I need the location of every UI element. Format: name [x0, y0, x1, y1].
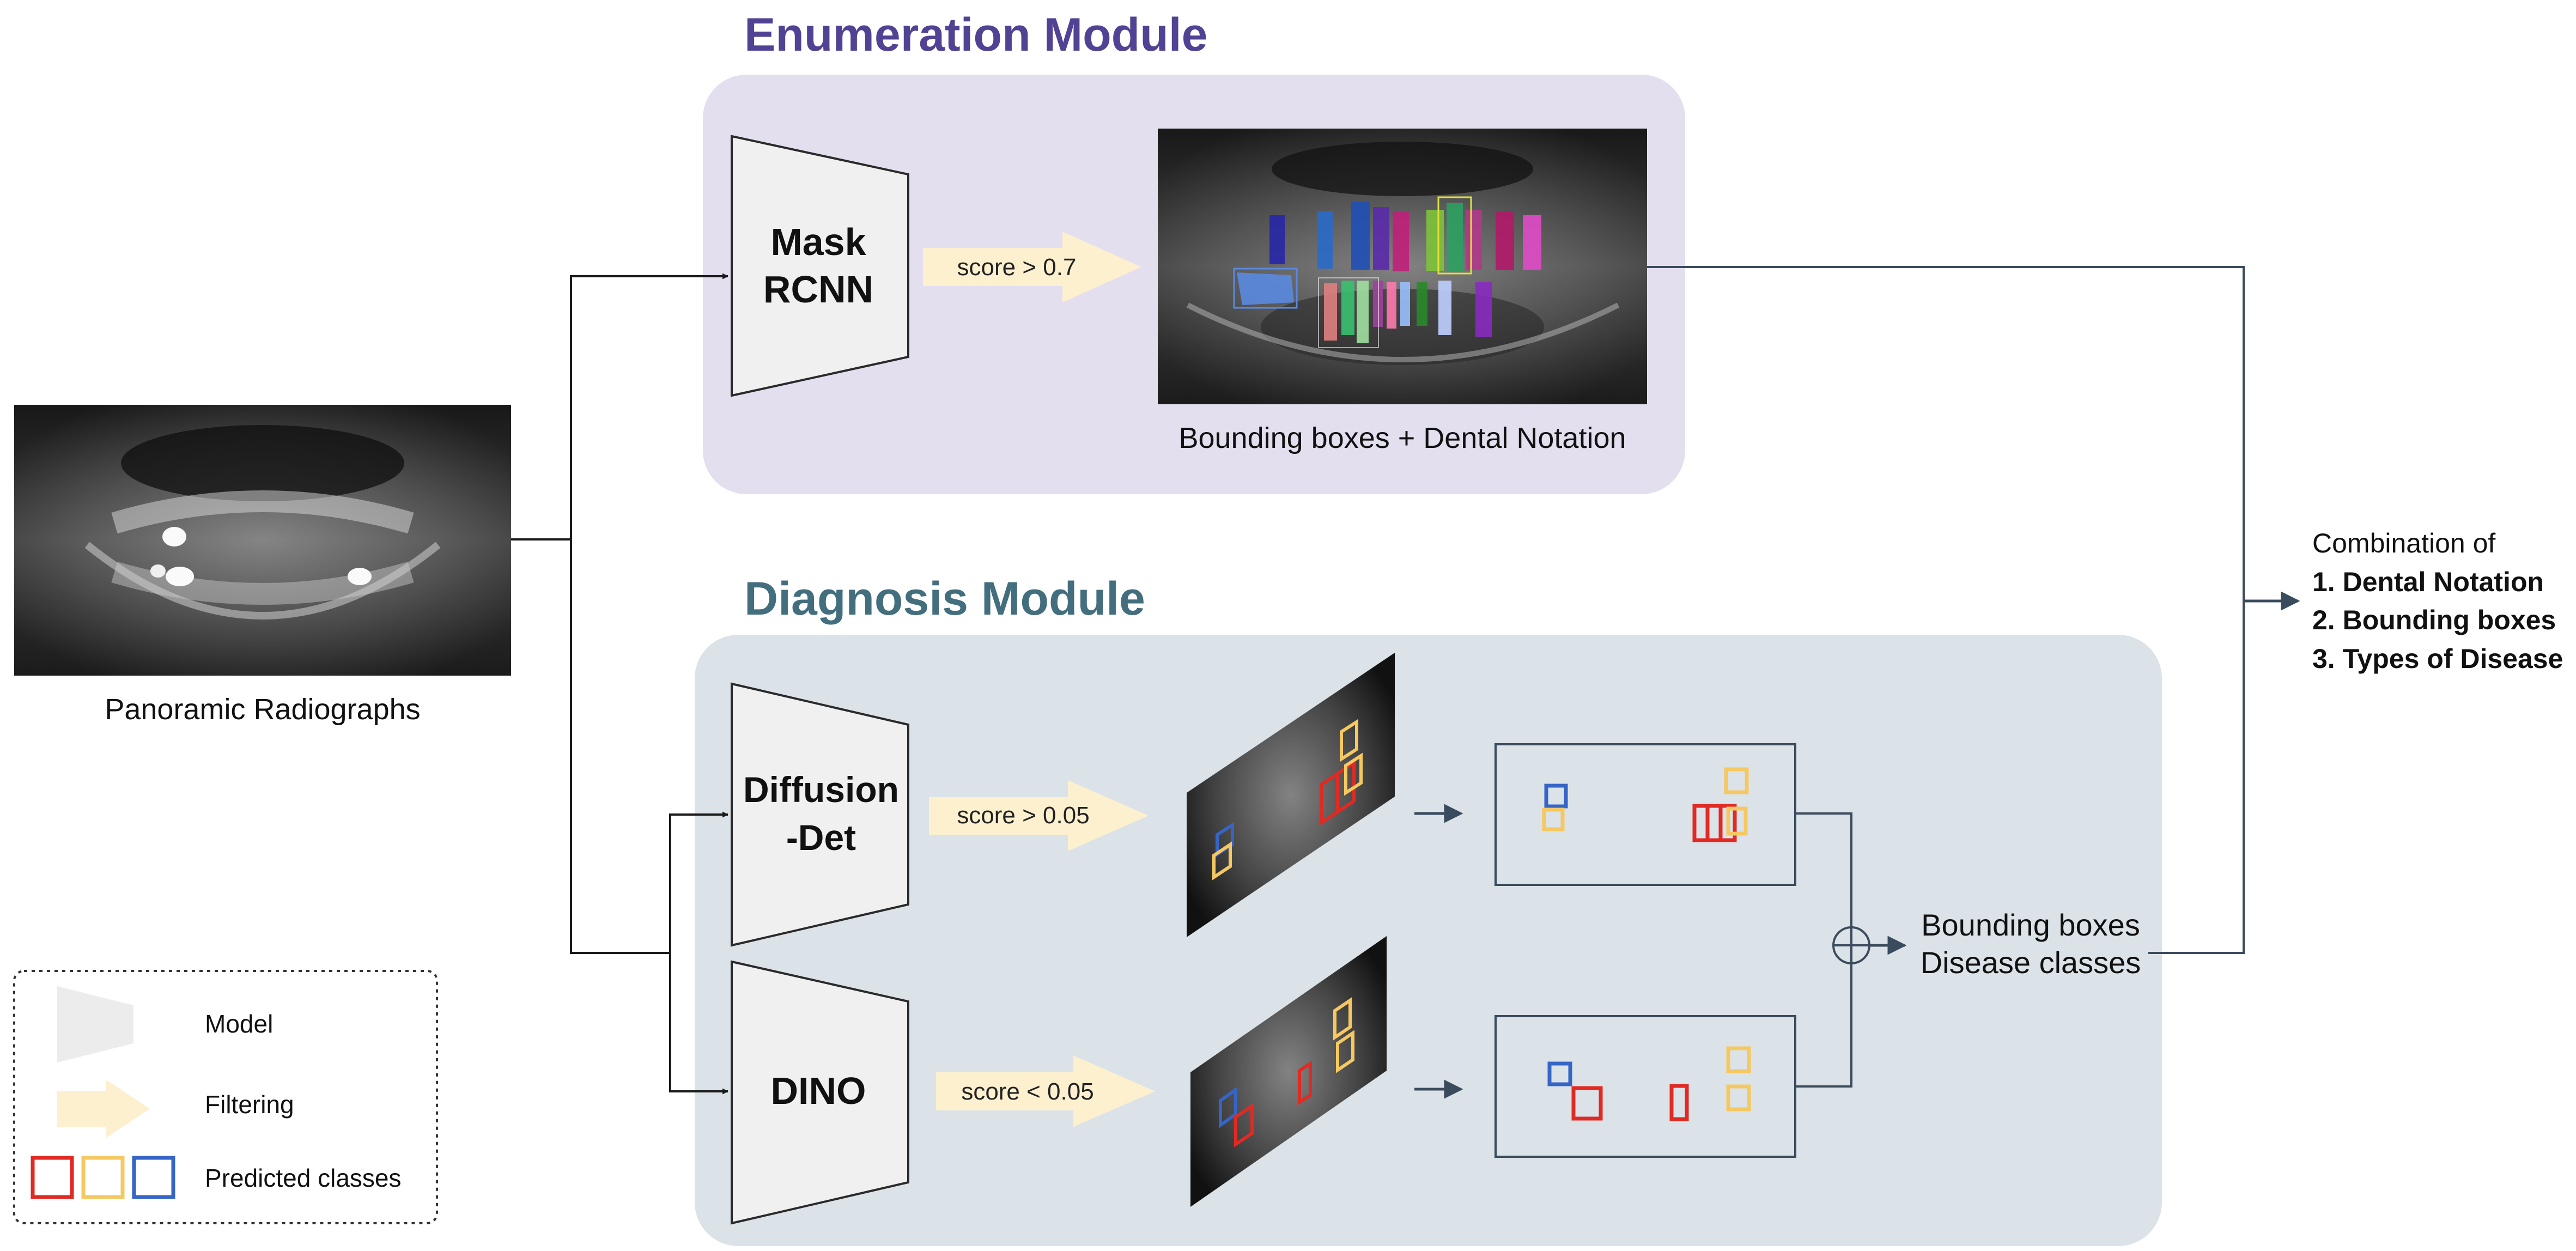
combine-line-b [1795, 962, 1852, 1088]
connector-to-diffusiondet [669, 811, 729, 953]
input-connector-diagnosis [570, 539, 670, 954]
tooth-mask [1357, 281, 1369, 343]
legend-filtering-icon [57, 1080, 150, 1138]
legend-filtering-label: Filtering [205, 1090, 294, 1119]
diagnosis-output-line2: Disease classes [1921, 945, 2141, 980]
input-radiograph-image [14, 405, 511, 676]
tooth-mask [1417, 282, 1427, 326]
tooth-mask [1324, 283, 1337, 341]
dino-filter-label: score < 0.05 [961, 1078, 1093, 1105]
combination-item-2: 2. Bounding boxes [2312, 605, 2556, 635]
result-box-red [1571, 1086, 1603, 1121]
combination-heading: Combination of [2312, 528, 2495, 558]
predicted-box-red [1298, 1060, 1312, 1106]
result-box-red [1669, 1084, 1689, 1121]
predicted-box-yellow [1340, 719, 1358, 762]
result-box-blue [1547, 1061, 1572, 1086]
diagnosis-output-line1: Bounding boxes [1921, 908, 2140, 942]
input-connector [511, 273, 729, 541]
legend-model-icon [57, 986, 133, 1062]
diffusiondet-result-box [1494, 743, 1796, 886]
diffusiondet-model [731, 682, 909, 947]
combination-item-3: 3. Types of Disease [2312, 643, 2563, 674]
tooth-mask [1438, 281, 1451, 335]
predicted-box-blue [1219, 1086, 1237, 1128]
mask-rcnn-label-line2: RCNN [763, 268, 873, 311]
predicted-box-red [1234, 1103, 1254, 1147]
dino-filter-arrow [936, 1055, 1155, 1127]
predicted-box-red [1336, 760, 1356, 815]
tooth-mask [1317, 211, 1333, 269]
result-box-yellow [1726, 1046, 1751, 1073]
enumeration-filter-arrow [923, 232, 1141, 302]
mask-rcnn-model [731, 135, 909, 397]
combine-line-a [1795, 812, 1852, 945]
input-caption: Panoramic Radiographs [105, 693, 420, 726]
combination-item-1: 1. Dental Notation [2312, 567, 2544, 597]
dino-xray-image [1190, 936, 1387, 1207]
legend-box [13, 970, 438, 1224]
result-box-yellow [1724, 767, 1749, 794]
predicted-box-blue [1216, 822, 1234, 858]
result-box-yellow [1726, 1084, 1751, 1112]
result-box-blue [1544, 784, 1568, 809]
tooth-mask [1237, 272, 1294, 305]
legend-class-blue [132, 1156, 175, 1199]
diffusiondet-xray-image [1187, 653, 1395, 937]
enumeration-xray-image [1158, 129, 1647, 404]
legend-class-yellow [81, 1156, 125, 1199]
legend-predicted-label: Predicted classes [205, 1164, 402, 1192]
legend-class-red [31, 1156, 74, 1199]
tooth-mask [1400, 282, 1410, 326]
enumeration-filter-label: score > 0.7 [957, 254, 1077, 281]
tooth-segmentation-masks [1233, 196, 1541, 348]
legend-model-label: Model [205, 1010, 273, 1038]
tooth-mask [1351, 202, 1370, 270]
enumeration-output-caption: Bounding boxes + Dental Notation [1178, 422, 1626, 454]
predicted-box-yellow [1212, 841, 1232, 880]
tooth-mask [1341, 281, 1354, 335]
enumeration-title: Enumeration Module [744, 9, 1207, 61]
connector-to-dino [669, 953, 729, 1095]
tooth-mask [1475, 282, 1492, 337]
diagnosis-title: Diagnosis Module [744, 573, 1145, 625]
result-box-yellow [1542, 807, 1565, 831]
tooth-mask [1387, 282, 1396, 329]
diffusiondet-filter-label: score > 0.05 [957, 802, 1089, 829]
tooth-mask [1466, 210, 1482, 270]
tooth-mask [1393, 211, 1409, 271]
predicted-box-yellow [1333, 997, 1352, 1041]
tooth-mask [1523, 215, 1541, 270]
predicted-box-yellow [1336, 1030, 1354, 1073]
result-box-yellow [1726, 806, 1748, 836]
tooth-mask [1447, 203, 1463, 271]
diffusiondet-label-line2: -Det [786, 817, 856, 858]
diffusiondet-label-line1: Diffusion [743, 769, 899, 810]
result-box-red [1692, 804, 1737, 842]
tooth-mask [1426, 210, 1444, 271]
dino-label: DINO [771, 1070, 866, 1112]
mask-rcnn-label-line1: Mask [770, 221, 866, 263]
tooth-mask [1496, 211, 1514, 270]
enumeration-output-connector [1647, 266, 2245, 601]
diffusiondet-filter-arrow [929, 780, 1149, 851]
tooth-mask [1269, 215, 1285, 264]
tooth-mask [1373, 207, 1389, 270]
dino-model [731, 960, 909, 1225]
predicted-box-yellow [1344, 752, 1363, 796]
diagnosis-output-connector [2148, 601, 2245, 954]
